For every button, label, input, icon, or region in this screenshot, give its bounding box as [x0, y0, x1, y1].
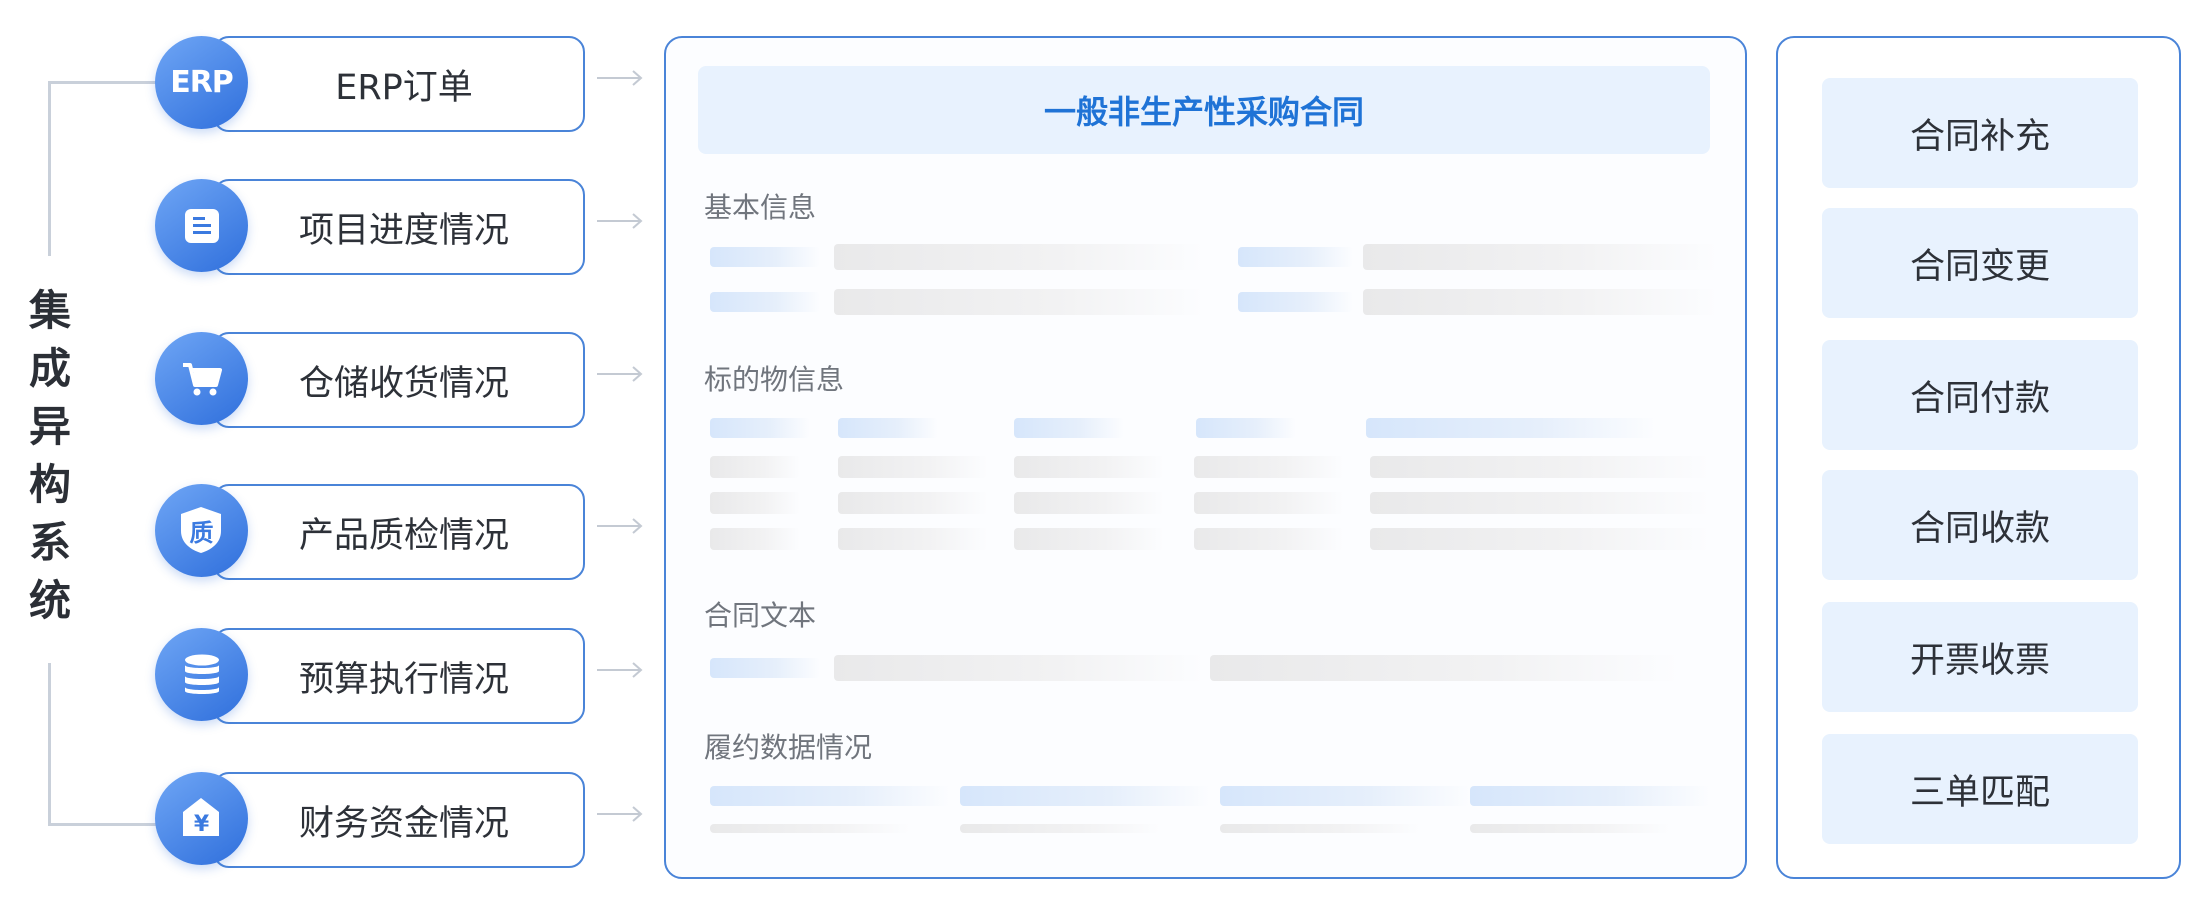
placeholder-cell-bar	[1014, 456, 1164, 478]
item-label: 财务资金情况	[298, 803, 509, 844]
item-label: 项目进度情况	[298, 210, 509, 251]
source-item-erp[interactable]: ERP订单 ERP	[155, 36, 643, 132]
placeholder-line-bar	[1220, 824, 1420, 833]
erp-icon-text: ERP	[170, 65, 234, 100]
placeholder-value-bar	[834, 244, 1204, 270]
placeholder-header-bar	[960, 786, 1210, 806]
title-char: 异	[28, 402, 71, 451]
placeholder-cell-bar	[838, 492, 988, 514]
title-char: 集	[28, 286, 71, 335]
source-item-warehouse[interactable]: 仓储收货情况	[155, 332, 643, 428]
item-label: 产品质检情况	[298, 515, 509, 556]
placeholder-cell-bar	[1194, 492, 1344, 514]
source-item-project-progress[interactable]: 项目进度情况	[155, 179, 643, 275]
section-performance-data: 履约数据情况	[704, 731, 873, 764]
item-label: 预算执行情况	[298, 659, 509, 700]
item-box	[213, 332, 585, 428]
source-item-quality[interactable]: 产品质检情况 质	[155, 484, 643, 580]
placeholder-cell-bar	[1194, 528, 1344, 550]
vertical-title: 集 成 异 构 系 统	[22, 282, 78, 630]
placeholder-cell-bar	[1370, 492, 1710, 514]
placeholder-line-bar	[710, 824, 910, 833]
database-icon	[155, 628, 248, 721]
contract-actions-panel: 合同补充 合同变更 合同付款 合同收款 开票收票 三单匹配	[1776, 36, 2181, 879]
placeholder-cell-bar	[1194, 456, 1344, 478]
bracket-top-vertical	[48, 81, 51, 256]
placeholder-value-bar	[834, 655, 1204, 681]
section-basic-info: 基本信息	[704, 191, 817, 224]
section-contract-text: 合同文本	[704, 599, 817, 632]
placeholder-cell-bar	[710, 492, 800, 514]
placeholder-header-bar	[1220, 786, 1470, 806]
action-invoice[interactable]: 开票收票	[1822, 602, 2138, 712]
placeholder-cell-bar	[1370, 528, 1710, 550]
placeholder-value-bar	[1363, 289, 1718, 315]
title-char: 统	[28, 576, 71, 625]
placeholder-cell-bar	[838, 456, 988, 478]
placeholder-label-bar	[710, 292, 820, 312]
title-char: 系	[28, 518, 71, 567]
placeholder-header-bar	[710, 786, 950, 806]
placeholder-header-bar	[1196, 418, 1296, 438]
contract-panel: 一般非生产性采购合同 基本信息 标的物信息 合同文本 履约数据情况	[664, 36, 1747, 879]
source-item-finance[interactable]: 财务资金情况 ¥	[155, 772, 643, 868]
arrow-right-icon	[597, 366, 643, 382]
item-label: ERP订单	[335, 67, 473, 108]
erp-icon: ERP	[155, 36, 248, 129]
arrow-right-icon	[597, 213, 643, 229]
placeholder-value-bar	[1363, 244, 1718, 270]
shield-icon: 质	[155, 484, 248, 577]
placeholder-cell-bar	[710, 528, 800, 550]
item-box	[213, 36, 585, 132]
title-char: 成	[28, 344, 71, 393]
placeholder-value-bar	[1210, 655, 1680, 681]
action-contract-receipt[interactable]: 合同收款	[1822, 470, 2138, 580]
placeholder-label-bar	[1238, 247, 1353, 267]
arrow-right-icon	[597, 70, 643, 86]
item-box	[213, 772, 585, 868]
yen-house-icon: ¥	[155, 772, 248, 865]
placeholder-label-bar	[1238, 292, 1353, 312]
placeholder-cell-bar	[838, 528, 988, 550]
document-icon	[155, 179, 248, 272]
placeholder-header-bar	[1014, 418, 1124, 438]
placeholder-header-bar	[838, 418, 938, 438]
placeholder-cell-bar	[1370, 456, 1710, 478]
arrow-right-icon	[597, 806, 643, 822]
placeholder-label-bar	[710, 247, 820, 267]
item-box	[213, 179, 585, 275]
placeholder-cell-bar	[710, 456, 800, 478]
item-box	[213, 628, 585, 724]
placeholder-label-bar	[710, 658, 820, 678]
item-label: 仓储收货情况	[298, 363, 509, 404]
action-three-way-match[interactable]: 三单匹配	[1822, 734, 2138, 844]
bracket-bottom-horizontal	[48, 823, 156, 826]
bracket-top-horizontal	[48, 81, 156, 84]
placeholder-header-bar	[710, 418, 810, 438]
placeholder-value-bar	[834, 289, 1204, 315]
placeholder-line-bar	[1470, 824, 1670, 833]
source-item-budget[interactable]: 预算执行情况	[155, 628, 643, 724]
placeholder-cell-bar	[1014, 492, 1164, 514]
title-char: 构	[28, 460, 71, 509]
placeholder-header-bar	[1366, 418, 1656, 438]
arrow-right-icon	[597, 662, 643, 678]
placeholder-header-bar	[1470, 786, 1710, 806]
yen-icon-text: ¥	[193, 812, 210, 837]
placeholder-cell-bar	[1014, 528, 1164, 550]
action-contract-payment[interactable]: 合同付款	[1822, 340, 2138, 450]
placeholder-line-bar	[960, 824, 1160, 833]
contract-title: 一般非生产性采购合同	[698, 66, 1710, 154]
cart-icon	[155, 332, 248, 425]
section-subject-info: 标的物信息	[704, 363, 845, 396]
shield-icon-text: 质	[189, 519, 214, 547]
action-contract-change[interactable]: 合同变更	[1822, 208, 2138, 318]
action-contract-supplement[interactable]: 合同补充	[1822, 78, 2138, 188]
arrow-right-icon	[597, 518, 643, 534]
bracket-bottom-vertical	[48, 663, 51, 826]
